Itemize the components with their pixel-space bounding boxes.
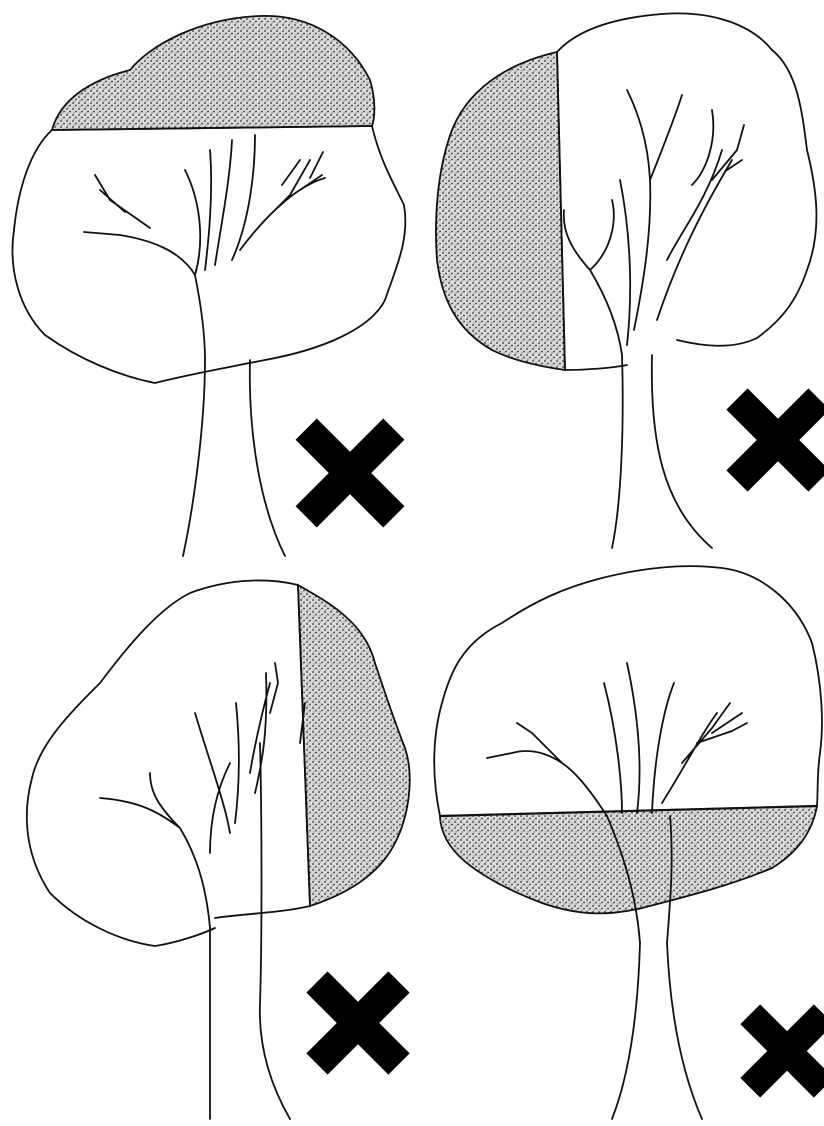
crown-outline xyxy=(12,126,405,383)
tree-panel-top-cut xyxy=(0,0,412,563)
branches xyxy=(84,135,325,360)
trunk xyxy=(183,360,285,556)
branches xyxy=(100,663,305,928)
tree-panel-right-cut xyxy=(0,563,412,1126)
removed-crown-section xyxy=(52,16,374,130)
crown-outline xyxy=(557,13,816,370)
tree-panel-left-cut xyxy=(412,0,824,563)
removed-crown-section xyxy=(298,585,410,906)
branches xyxy=(564,90,744,355)
removed-crown-section xyxy=(436,52,565,370)
trunk xyxy=(612,355,712,548)
crown-outline xyxy=(27,580,310,946)
branches xyxy=(487,663,747,816)
cross-icon xyxy=(713,977,824,1124)
removed-crown-section xyxy=(440,806,817,913)
crown-outline xyxy=(434,566,822,816)
cross-icon xyxy=(696,358,824,522)
tree-panel-bottom-cut xyxy=(412,563,824,1126)
